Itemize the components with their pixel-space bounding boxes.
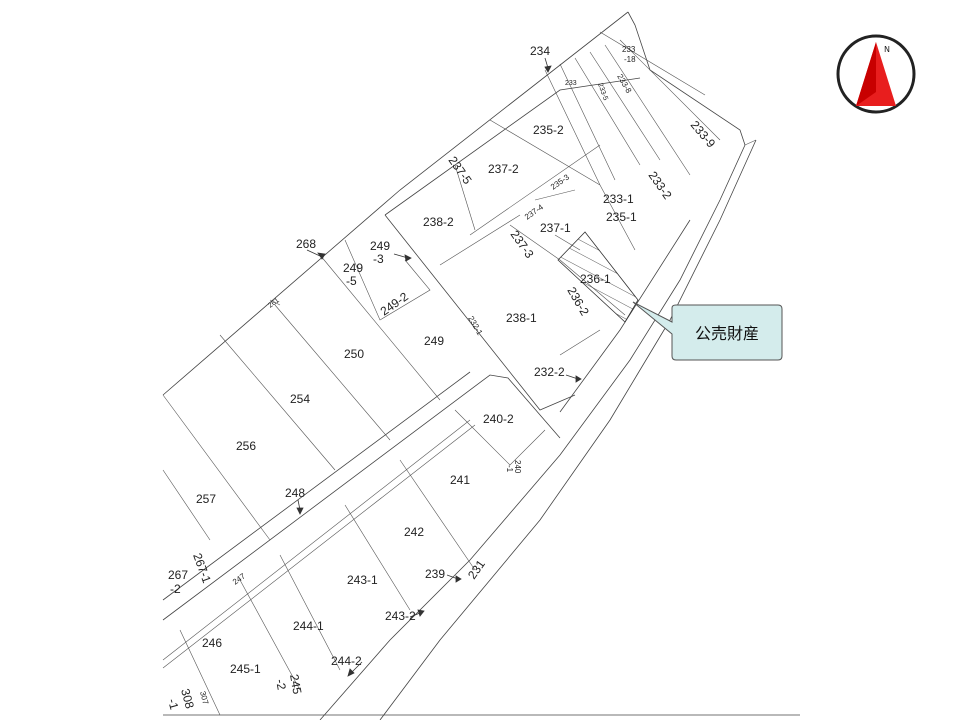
parcel-249-5-b: -5 bbox=[346, 274, 357, 288]
parcel-235-1: 235-1 bbox=[606, 210, 637, 224]
parcel-237-2: 237-2 bbox=[488, 162, 519, 176]
parcel-308-1-a: 308 bbox=[178, 687, 197, 710]
parcel-267-2-b: -2 bbox=[170, 582, 181, 596]
parcel-249-5-a: 249 bbox=[343, 261, 363, 275]
parcel-239: 239 bbox=[425, 567, 445, 581]
parcel-235-2: 235-2 bbox=[533, 123, 564, 137]
parcel-234: 234 bbox=[530, 44, 550, 58]
parcel-233-2: 233-2 bbox=[646, 169, 675, 202]
parcel-237-4: 237-4 bbox=[523, 202, 545, 221]
parcel-238-1: 238-1 bbox=[506, 311, 537, 325]
parcel-240-1-a: 240 bbox=[513, 460, 522, 474]
parcel-267-1: 267-1 bbox=[190, 551, 214, 585]
parcel-boundaries bbox=[162, 31, 721, 716]
parcel-235-3: 235-3 bbox=[549, 172, 571, 191]
parcel-233-5: 233-5 bbox=[596, 82, 609, 101]
parcel-240-2: 240-2 bbox=[483, 412, 514, 426]
parcel-233-18-a: 233 bbox=[622, 45, 636, 54]
parcel-307: 307 bbox=[198, 690, 210, 706]
parcel-256: 256 bbox=[236, 439, 256, 453]
parcel-238-2: 238-2 bbox=[423, 215, 454, 229]
parcel-245-1: 245-1 bbox=[230, 662, 261, 676]
parcel-237-5: 237-5 bbox=[446, 154, 475, 187]
parcel-245-2-a: 245 bbox=[287, 673, 304, 695]
parcel-233-9: 233-9 bbox=[688, 118, 719, 151]
parcel-249-2: 249-2 bbox=[378, 289, 411, 318]
parcel-236-2: 236-2 bbox=[564, 285, 592, 319]
parcel-labels: 234 233 -18 233-8 233-5 233 233-9 235-2 … bbox=[165, 44, 718, 711]
parcel-308-1-b: -1 bbox=[165, 697, 181, 711]
parcel-237-1: 237-1 bbox=[540, 221, 571, 235]
parcel-244-2: 244-2 bbox=[331, 654, 362, 668]
public-sale-parcel[interactable] bbox=[557, 231, 639, 323]
leader-arrows bbox=[296, 57, 582, 677]
parcel-245-2-b: -2 bbox=[273, 678, 289, 691]
parcel-243-1: 243-1 bbox=[347, 573, 378, 587]
compass-north-label: N bbox=[884, 45, 890, 54]
parcel-247: 247 bbox=[231, 571, 248, 586]
north-arrow-icon: N bbox=[836, 34, 916, 114]
parcel-246: 246 bbox=[202, 636, 222, 650]
parcel-242: 242 bbox=[404, 525, 424, 539]
parcel-268: 268 bbox=[296, 237, 316, 251]
road-lines bbox=[162, 11, 800, 720]
parcel-233-8: 233-8 bbox=[615, 73, 633, 96]
parcel-248: 248 bbox=[285, 486, 305, 500]
parcel-240-1-b: -1 bbox=[505, 465, 514, 473]
parcel-232-2: 232-2 bbox=[534, 365, 565, 379]
parcel-237-3: 237-3 bbox=[508, 228, 537, 261]
parcel-233-small: 233 bbox=[565, 80, 577, 87]
parcel-233-18-b: -18 bbox=[624, 55, 636, 64]
parcel-233-1: 233-1 bbox=[603, 192, 634, 206]
parcel-249-3-b: -3 bbox=[373, 252, 384, 266]
parcel-257: 257 bbox=[196, 492, 216, 506]
parcel-250: 250 bbox=[344, 347, 364, 361]
parcel-254: 254 bbox=[290, 392, 310, 406]
parcel-232-1: 232-1 bbox=[466, 315, 484, 338]
parcel-244-1: 244-1 bbox=[293, 619, 324, 633]
parcel-261: 261 bbox=[267, 297, 281, 309]
parcel-249-3-a: 249 bbox=[370, 239, 390, 253]
parcel-241: 241 bbox=[450, 473, 470, 487]
parcel-236-1: 236-1 bbox=[580, 272, 611, 286]
callout-text: 公売財産 bbox=[695, 324, 759, 343]
parcel-243-2: 243-2 bbox=[385, 609, 416, 623]
parcel-267-2-a: 267 bbox=[168, 568, 188, 582]
callout: 公売財産 bbox=[632, 301, 783, 361]
parcel-249: 249 bbox=[424, 334, 444, 348]
